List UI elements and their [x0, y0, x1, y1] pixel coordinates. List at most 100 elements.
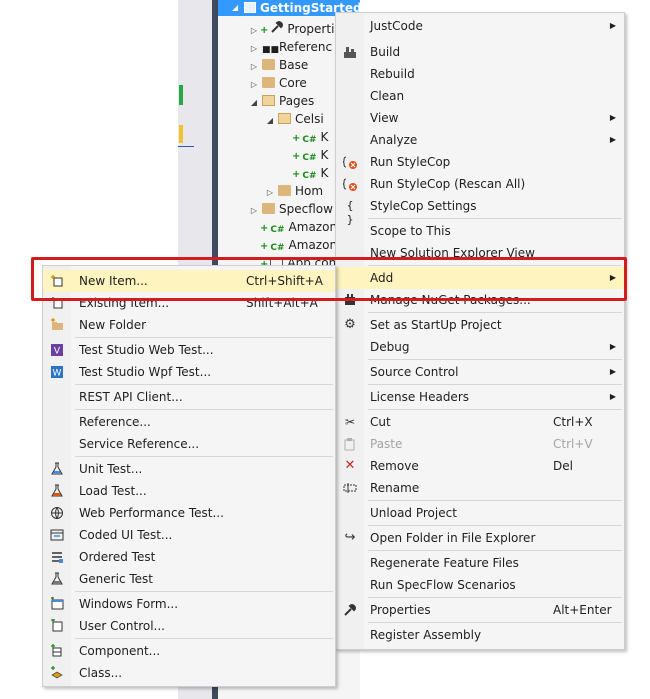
expand-arrow-icon[interactable]: ◢ [250, 98, 258, 107]
menu-item-label: Load Test... [79, 484, 147, 498]
menu-item-scope-to-this[interactable]: Scope to This [336, 220, 624, 242]
expand-arrow-icon[interactable]: ▷ [250, 206, 258, 215]
add-item-web-performance-test[interactable]: Web Performance Test... [43, 502, 335, 524]
stylecop-icon [343, 155, 357, 169]
tree-item-label: Base [279, 58, 309, 72]
menu-item-view[interactable]: View▶ [336, 107, 624, 129]
menu-item-label: Build [370, 45, 401, 59]
submenu-arrow-icon: ▶ [609, 135, 616, 144]
add-item-coded-ui-test[interactable]: Coded UI Test... [43, 524, 335, 546]
csharp-icon: C# [302, 153, 317, 163]
menu-item-set-as-startup-project[interactable]: ⚙ Set as StartUp Project [336, 314, 624, 336]
menu-separator [368, 550, 622, 551]
menu-item-justcode[interactable]: JustCode▶ [336, 15, 624, 37]
submenu-arrow-icon: ▶ [609, 367, 616, 376]
menu-item-shortcut: Del [553, 459, 573, 473]
menu-item-register-assembly[interactable]: Register Assembly [336, 624, 624, 646]
menu-item-debug[interactable]: Debug▶ [336, 336, 624, 358]
menu-item-run-stylecop[interactable]: Run StyleCop [336, 151, 624, 173]
tree-item[interactable]: +C#Amazon [248, 236, 337, 254]
tree-item[interactable]: ▷Core [248, 74, 307, 92]
expand-arrow-icon[interactable]: ▷ [250, 26, 258, 35]
menu-separator [368, 597, 622, 598]
menu-separator [368, 622, 622, 623]
add-item-new-folder[interactable]: New Folder [43, 314, 335, 336]
tree-item-label: K [320, 148, 329, 162]
tree-item-label: Referenc [279, 40, 333, 54]
tree-item[interactable]: ▷Hom [264, 182, 323, 200]
tree-selected-project-row[interactable]: ◢ GettingStartedSpecflow [218, 0, 360, 16]
menu-item-rename[interactable]: Rename [336, 477, 624, 499]
menu-item-run-specflow-scenarios[interactable]: Run SpecFlow Scenarios [336, 574, 624, 596]
menu-item-label: Analyze [370, 133, 418, 147]
menu-item-clean[interactable]: Clean [336, 85, 624, 107]
menu-item-run-stylecop-rescan-all[interactable]: Run StyleCop (Rescan All) [336, 173, 624, 195]
tree-item[interactable]: ▷ Base [248, 56, 308, 74]
menu-item-label: Windows Form... [79, 597, 179, 611]
add-item-rest-api-client[interactable]: REST API Client... [43, 386, 335, 408]
tree-item[interactable]: ◢Pages [248, 92, 314, 110]
expand-arrow-icon[interactable]: ▷ [250, 80, 258, 89]
web-perf-test-icon [50, 506, 64, 520]
menu-item-unload-project[interactable]: Unload Project [336, 502, 624, 524]
class-icon [50, 666, 64, 680]
expand-arrow-icon[interactable]: ▷ [250, 44, 258, 53]
tree-item[interactable]: ▷ ■■Referenc [248, 38, 332, 56]
menu-item-label: Generic Test [79, 572, 153, 586]
menu-separator [75, 337, 333, 338]
menu-item-license-headers[interactable]: License Headers ▶ [336, 386, 624, 408]
submenu-arrow-icon: ▶ [609, 392, 616, 401]
gear-icon: ⚙ [344, 317, 356, 332]
add-item-unit-test[interactable]: Unit Test... [43, 458, 335, 480]
menu-item-new-solution-explorer-view[interactable]: New Solution Explorer View [336, 242, 624, 264]
rename-icon [343, 481, 357, 495]
expand-arrow-icon[interactable]: ▷ [266, 188, 274, 197]
add-item-windows-form[interactable]: Windows Form... [43, 593, 335, 615]
menu-item-stylecop-settings[interactable]: { }StyleCop Settings [336, 195, 624, 226]
menu-item-label: Service Reference... [79, 437, 200, 451]
menu-item-source-control[interactable]: Source Control▶ [336, 361, 624, 383]
add-item-reference[interactable]: Reference... [43, 411, 335, 433]
tree-item[interactable]: +C#Amazon [248, 218, 337, 236]
menu-icon-gutter [336, 13, 364, 649]
tree-item[interactable]: ▷Specflow [248, 200, 333, 218]
add-item-new-item[interactable]: New Item...Ctrl+Shift+A [43, 270, 335, 292]
expand-arrow-icon[interactable]: ◢ [266, 116, 274, 125]
menu-item-rebuild[interactable]: Rebuild [336, 63, 624, 85]
menu-item-label: License Headers [370, 390, 469, 404]
menu-item-analyze[interactable]: Analyze ▶ [336, 129, 624, 151]
add-item-generic-test[interactable]: Generic Test [43, 568, 335, 590]
add-item-service-reference[interactable]: Service Reference... [43, 433, 335, 455]
menu-item-label: Set as StartUp Project [370, 318, 502, 332]
tree-item[interactable]: ▷+Properti [248, 20, 334, 38]
menu-item-build[interactable]: Build [336, 41, 624, 63]
menu-item-regenerate-feature-files[interactable]: Regenerate Feature Files [336, 552, 624, 574]
menu-separator [75, 591, 333, 592]
windows-form-icon [50, 597, 64, 611]
menu-item-label: Coded UI Test... [79, 528, 173, 542]
add-item-class[interactable]: Class... [43, 662, 335, 684]
tree-item[interactable]: +C#K [280, 146, 328, 164]
collapse-arrow-icon[interactable]: ◢ [232, 3, 239, 12]
menu-separator [75, 638, 333, 639]
expand-arrow-icon[interactable]: ▷ [250, 62, 258, 71]
folder-open-icon [278, 113, 291, 124]
add-item-user-control[interactable]: User Control... [43, 615, 335, 637]
tree-item[interactable]: +C#K [280, 128, 328, 146]
references-icon: ■■ [262, 45, 280, 55]
folder-open-icon [262, 95, 275, 106]
tree-item[interactable]: +C#K [280, 164, 328, 182]
menu-item-open-folder-in-file-explorer[interactable]: ↪Open Folder in File Explorer [336, 527, 624, 549]
tree-item[interactable]: ◢Celsi [264, 110, 324, 128]
menu-item-add[interactable]: Add▶ [336, 267, 624, 289]
add-item-component[interactable]: Component... [43, 640, 335, 662]
unit-test-icon [50, 462, 64, 476]
add-item-load-test[interactable]: Load Test... [43, 480, 335, 502]
add-item-ordered-test[interactable]: Ordered Test [43, 546, 335, 568]
